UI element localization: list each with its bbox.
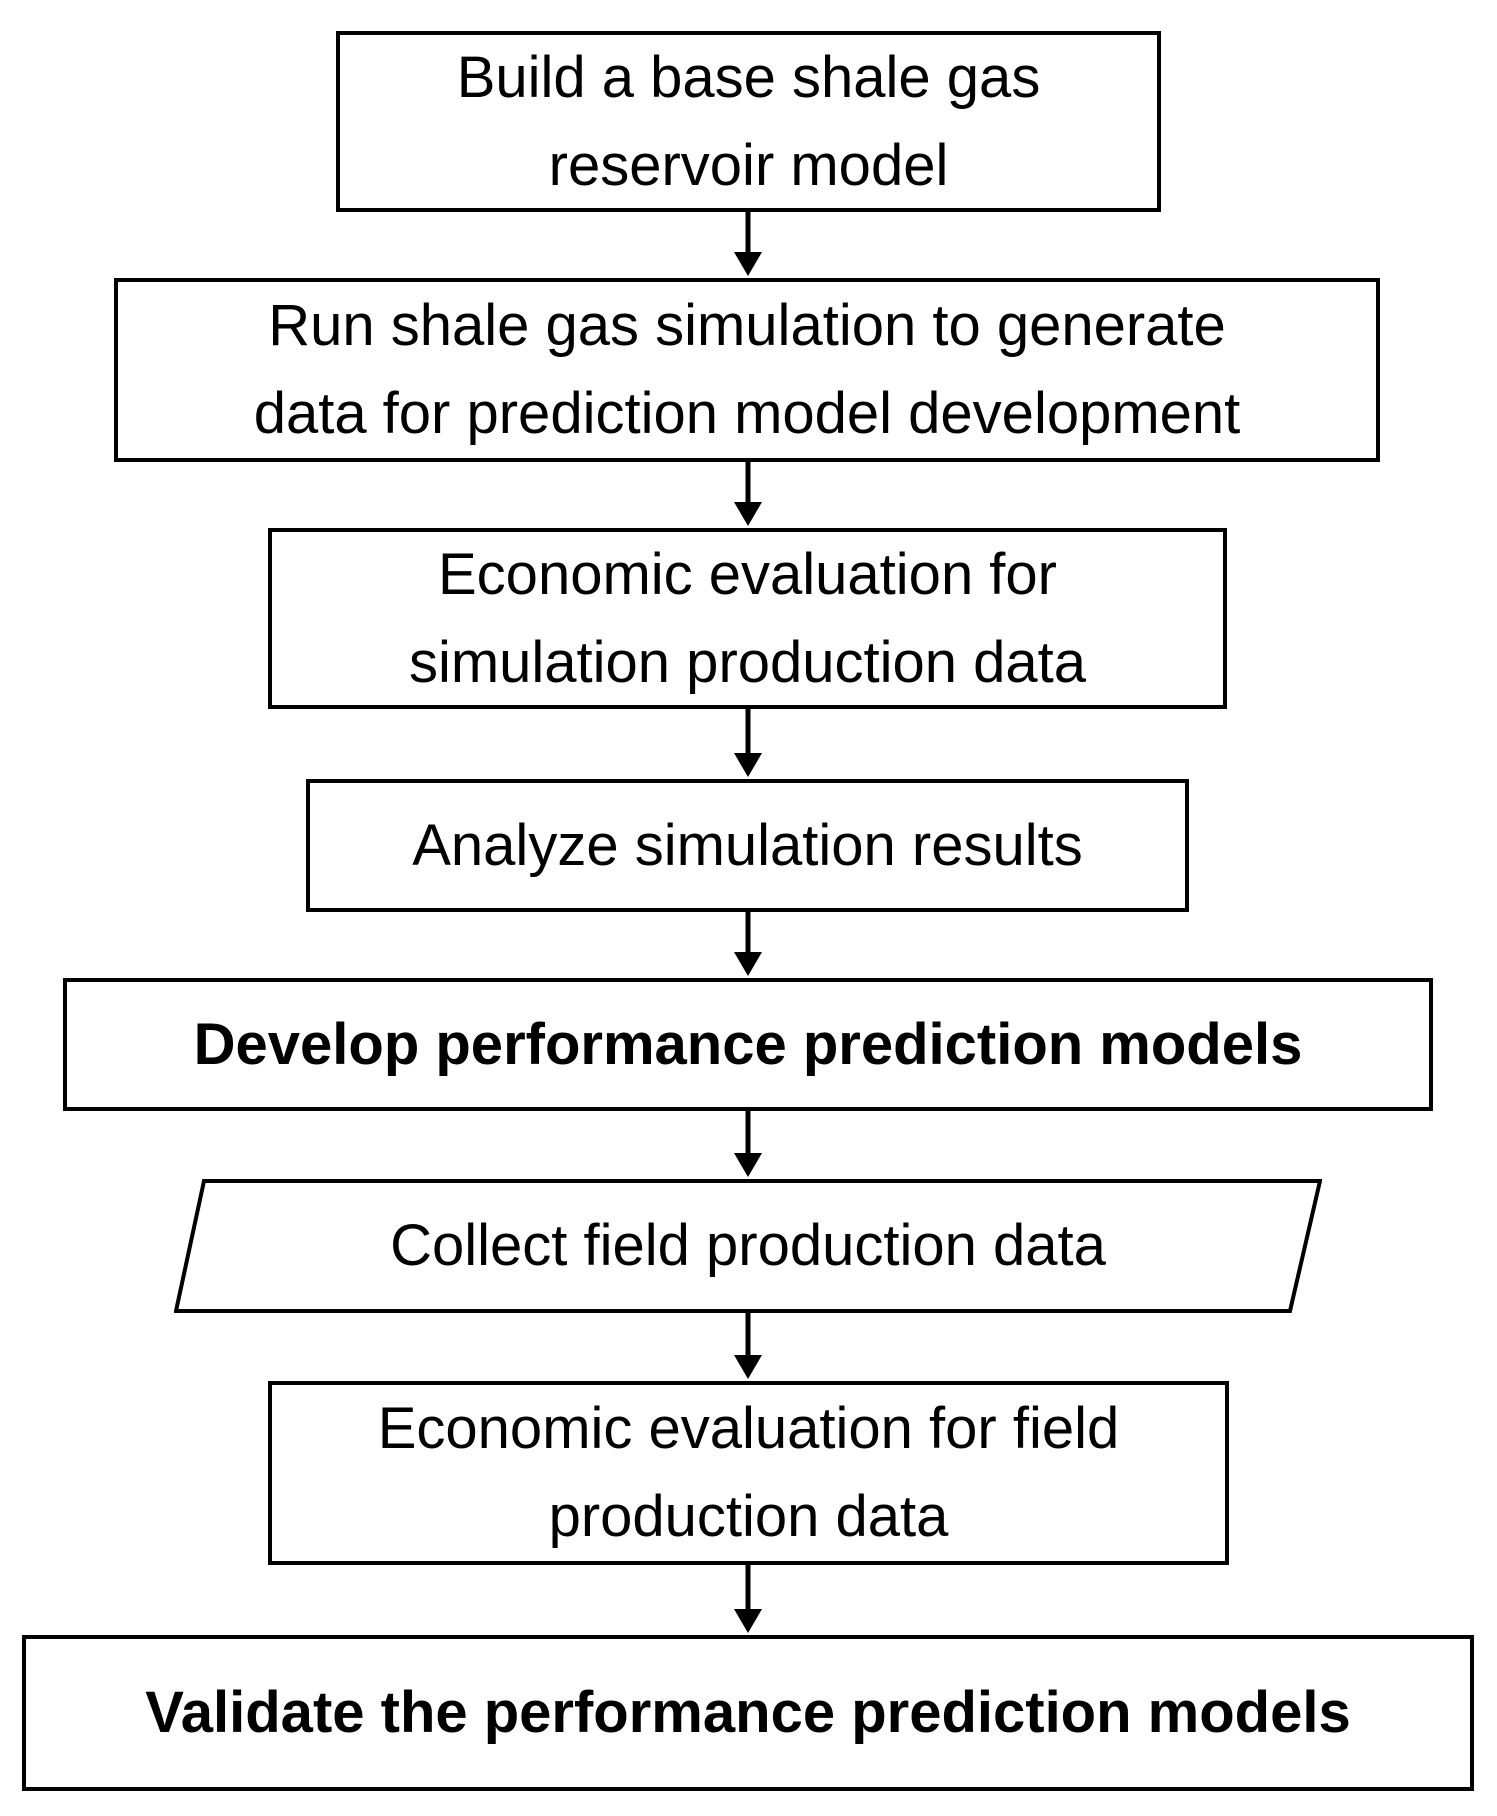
parallelogram-shape [174, 1179, 1322, 1313]
arrow-5-to-6 [734, 1111, 762, 1177]
step-box-develop-models: Develop performance prediction models [63, 978, 1433, 1111]
step-label-analyze-results: Analyze simulation results [412, 812, 1083, 878]
step-label-run-simulation: Run shale gas simulation to generate dat… [253, 293, 1241, 446]
step-label-validate-models: Validate the performance prediction mode… [145, 1680, 1351, 1745]
arrow-2-to-3 [734, 462, 762, 526]
step-label-collect-field-data: Collect field production data [390, 1213, 1106, 1278]
step-box-analyze-results: Analyze simulation results [306, 779, 1189, 912]
step-box-economic-eval-field: Economic evaluation for field production… [268, 1381, 1229, 1565]
step-box-build-base-model: Build a base shale gas reservoir model [336, 31, 1161, 212]
step-box-run-simulation: Run shale gas simulation to generate dat… [114, 278, 1380, 462]
arrow-4-to-5 [734, 912, 762, 976]
step-parallelogram-collect-field-data: Collect field production data [174, 1179, 1322, 1313]
step-label-develop-models: Develop performance prediction models [193, 1011, 1303, 1077]
arrow-1-to-2 [734, 212, 762, 276]
arrow-3-to-4 [734, 709, 762, 777]
step-label-economic-eval-simulation: Economic evaluation for simulation produ… [408, 541, 1087, 695]
step-label-build-base-model: Build a base shale gas reservoir model [456, 44, 1041, 198]
step-label-economic-eval-field: Economic evaluation for field production… [377, 1396, 1120, 1549]
step-box-economic-eval-simulation: Economic evaluation for simulation produ… [268, 528, 1227, 709]
arrow-7-to-8 [734, 1565, 762, 1633]
arrow-6-to-7 [734, 1313, 762, 1379]
step-box-validate-models: Validate the performance prediction mode… [22, 1635, 1474, 1791]
